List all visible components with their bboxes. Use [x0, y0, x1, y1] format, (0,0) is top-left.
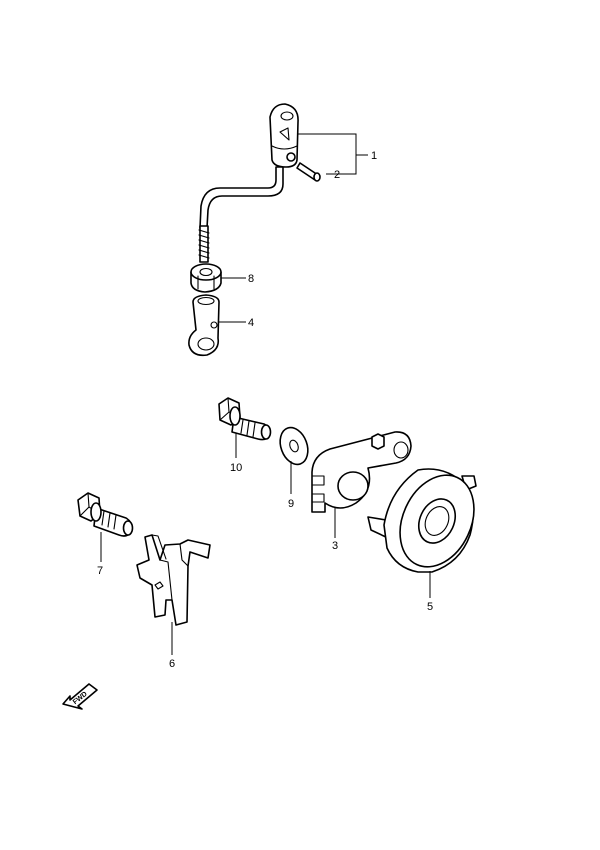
part-2-pin	[296, 162, 321, 182]
fwd-arrow-icon: FWD	[62, 683, 98, 710]
callout-4: 4	[248, 317, 254, 329]
callout-3: 3	[332, 540, 338, 552]
part-4-joint	[188, 294, 220, 357]
callout-10: 10	[230, 462, 242, 474]
part-8-nut	[190, 263, 222, 293]
callout-1: 1	[371, 150, 377, 162]
callout-5: 5	[427, 601, 433, 613]
callout-2: 2	[334, 169, 340, 181]
part-10-bolt	[218, 397, 272, 441]
callout-6: 6	[169, 658, 175, 670]
part-6-bracket	[136, 534, 211, 626]
callout-7: 7	[97, 565, 103, 577]
part-7-bolt	[77, 492, 134, 537]
part-1-rod	[198, 103, 299, 263]
part-3-lever	[311, 431, 412, 513]
part-9-washer	[279, 426, 309, 466]
leader-lines	[100, 133, 431, 655]
callout-labels: 1 2 8 4 10 9 3 5 7 6	[97, 150, 433, 670]
callout-9: 9	[288, 498, 294, 510]
callout-8: 8	[248, 273, 254, 285]
part-5-drum	[367, 468, 477, 573]
